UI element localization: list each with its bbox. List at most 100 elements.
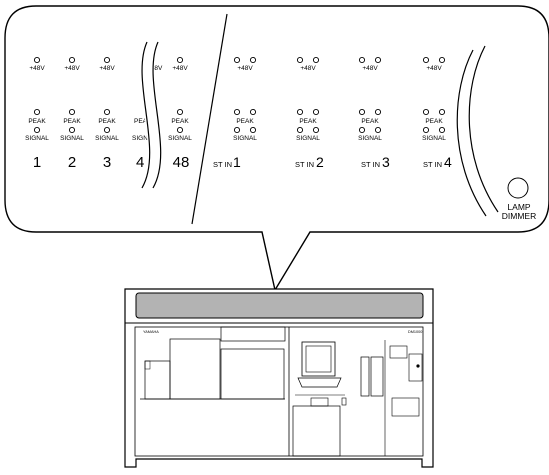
st-in-prefix: ST IN	[213, 160, 232, 169]
phantom-label: +48V	[64, 65, 80, 72]
phantom-label: +48V	[29, 65, 45, 72]
peak-label: PEAK	[236, 118, 254, 125]
phantom-label: +48V	[99, 65, 115, 72]
channel-number: 3	[103, 154, 111, 171]
phantom-led-left	[422, 56, 430, 64]
console-illustration: YAMAHA DM1000	[124, 288, 434, 468]
peak-label: PEAK	[361, 118, 379, 125]
channel-strip-4: +48V PEAK SIGNAL 4	[132, 65, 163, 171]
st-in-prefix: ST IN	[361, 160, 380, 169]
signal-label: SIGNAL	[296, 135, 320, 142]
phantom-led-left	[233, 56, 241, 64]
fader-slot	[360, 356, 370, 397]
channel-strip-2: +48V PEAK SIGNAL 2	[60, 56, 84, 171]
st-in-strip-2: +48V PEAK SIGNAL ST IN 2	[295, 56, 324, 170]
console-top-panel	[134, 326, 424, 457]
peak-led-right	[374, 108, 382, 116]
peak-label: PEAK	[28, 118, 46, 125]
break-line	[456, 49, 487, 217]
peak-label: PEAK	[425, 118, 443, 125]
signal-led-left	[296, 126, 304, 134]
peak-label: PEAK	[63, 118, 81, 125]
signal-led-left	[358, 126, 366, 134]
phantom-led-left	[296, 56, 304, 64]
st-in-prefix: ST IN	[423, 160, 442, 169]
panel-section	[220, 326, 286, 342]
signal-label: SIGNAL	[95, 135, 119, 142]
st-in-strip-3: +48V PEAK SIGNAL ST IN 3	[358, 56, 390, 170]
st-in-number: 1	[233, 154, 241, 170]
lamp-dimmer-knob	[507, 177, 529, 199]
signal-label: SIGNAL	[168, 135, 192, 142]
peak-led	[33, 108, 41, 116]
phantom-label: +48V	[426, 65, 442, 72]
break-mask	[140, 42, 162, 188]
panel-section	[408, 353, 423, 382]
channel-number: 2	[68, 154, 76, 171]
phantom-led	[68, 56, 76, 64]
phantom-led	[33, 56, 41, 64]
signal-label: SIGNAL	[132, 135, 156, 142]
panel-section	[389, 345, 408, 359]
peak-led-left	[358, 108, 366, 116]
channel-strip-1: +48V PEAK SIGNAL 1	[25, 56, 49, 171]
channel-number: 1	[33, 154, 41, 171]
peak-led-left	[233, 108, 241, 116]
signal-led-right	[374, 126, 382, 134]
st-in-number: 3	[382, 154, 390, 170]
break-line	[141, 41, 151, 189]
peak-label: PEAK	[98, 118, 116, 125]
peak-led-right	[312, 108, 320, 116]
display-base	[297, 377, 342, 388]
phantom-label: +48V	[172, 65, 188, 72]
channel-number: 48	[173, 154, 190, 171]
phantom-led-left	[358, 56, 366, 64]
peak-led	[68, 108, 76, 116]
st-in-prefix: ST IN	[295, 160, 314, 169]
meter-bridge-highlight	[135, 292, 424, 319]
peak-label: PEAK	[299, 118, 317, 125]
fader-slot	[370, 356, 384, 397]
display-screen	[305, 345, 332, 373]
peak-led-right	[249, 108, 257, 116]
section-divider	[191, 13, 228, 225]
break-line	[152, 41, 162, 189]
peak-led-right	[438, 108, 446, 116]
peak-led	[176, 108, 184, 116]
signal-led-right	[249, 126, 257, 134]
phantom-led-right	[249, 56, 257, 64]
signal-label: SIGNAL	[233, 135, 257, 142]
peak-led-left	[422, 108, 430, 116]
console-display	[301, 341, 336, 377]
dimmer-label: DIMMER	[502, 211, 536, 221]
phantom-led-right	[312, 56, 320, 64]
indicator-dot	[416, 364, 420, 368]
phantom-led-right	[374, 56, 382, 64]
channel-strip-3: +48V PEAK SIGNAL 3	[95, 56, 119, 171]
signal-led	[176, 126, 184, 134]
panel-section	[144, 360, 151, 370]
phantom-label: +48V	[300, 65, 316, 72]
phantom-label: +48V	[362, 65, 378, 72]
signal-led-left	[422, 126, 430, 134]
signal-led	[68, 126, 76, 134]
signal-led-right	[438, 126, 446, 134]
panel-section	[310, 397, 329, 407]
phantom-label: +48V	[147, 65, 163, 72]
phantom-led	[103, 56, 111, 64]
signal-label: SIGNAL	[358, 135, 382, 142]
console-model: DM1000	[408, 330, 422, 334]
console-brand: YAMAHA	[143, 330, 159, 334]
phantom-label: +48V	[237, 65, 253, 72]
panel-section	[144, 360, 171, 400]
break-line	[468, 45, 499, 213]
lamp-dimmer-control: LAMP DIMMER	[502, 177, 536, 221]
channel-strip-48: +48V PEAK SIGNAL 48	[168, 56, 192, 171]
panel-section	[391, 397, 420, 417]
signal-label: SIGNAL	[60, 135, 84, 142]
st-in-strip-4: +48V PEAK SIGNAL ST IN 4	[422, 56, 452, 170]
callout-bubble	[4, 5, 549, 292]
peak-led-left	[296, 108, 304, 116]
